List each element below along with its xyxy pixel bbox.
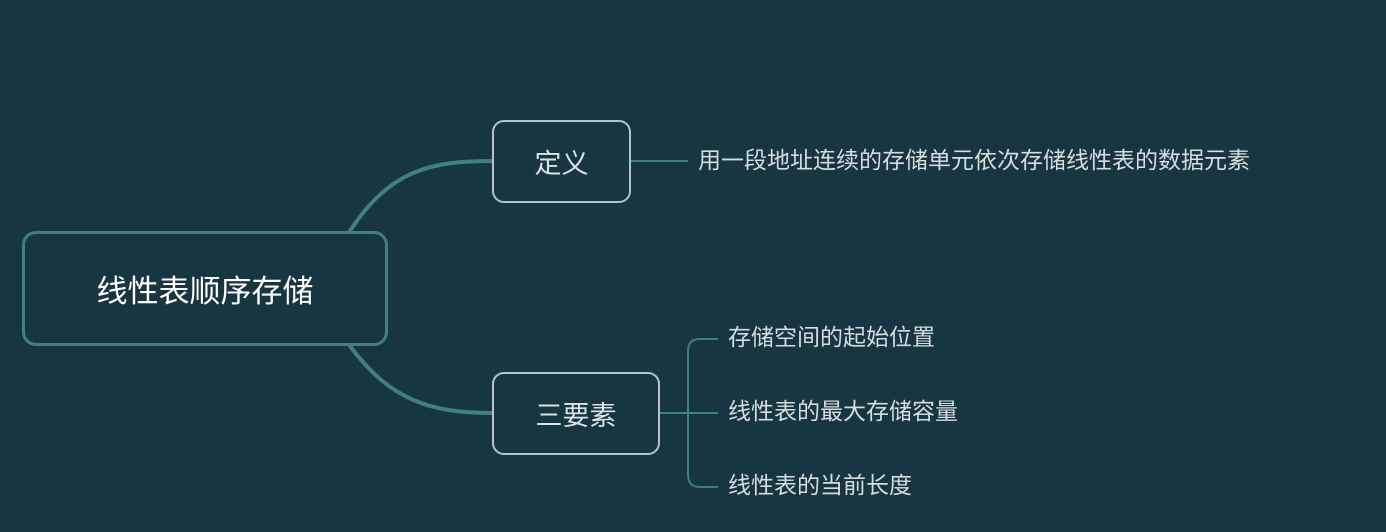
root-node[interactable]: 线性表顺序存储: [22, 231, 388, 346]
connector-root-three-elements: [348, 344, 494, 415]
leaf-definition-text[interactable]: 用一段地址连续的存储单元依次存储线性表的数据元素: [698, 148, 1250, 174]
leaf-max-capacity[interactable]: 线性表的最大存储容量: [728, 399, 958, 425]
branch-label-three-elements: 三要素: [535, 401, 617, 432]
branch-node-definition[interactable]: 定义: [492, 120, 631, 203]
leaf-current-length[interactable]: 线性表的当前长度: [728, 473, 912, 499]
branch-label-definition: 定义: [534, 149, 589, 180]
root-label: 线性表顺序存储: [96, 274, 314, 310]
leaf-start-position[interactable]: 存储空间的起始位置: [728, 325, 935, 351]
connector-three-elements-bracket: [660, 338, 718, 488]
connector-root-definition: [348, 159, 494, 233]
branch-node-three-elements[interactable]: 三要素: [492, 372, 660, 455]
